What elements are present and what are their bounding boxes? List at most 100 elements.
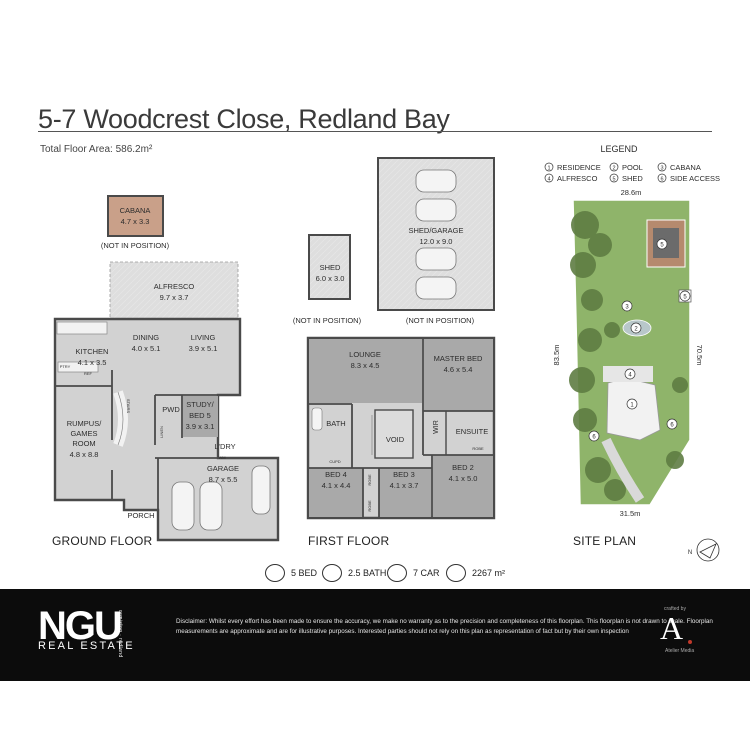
legend-side-access: SIDE ACCESS	[670, 174, 720, 183]
pantry-label: PTRY	[60, 364, 71, 369]
rumpus-label-2: GAMES	[70, 429, 97, 438]
laundry-label: L'DRY	[214, 442, 235, 451]
site-dim-top: 28.6m	[621, 188, 642, 197]
feature-beds: 5 BED	[265, 564, 317, 582]
void-label: VOID	[386, 435, 405, 444]
bed3-dims: 4.1 x 3.7	[390, 481, 419, 490]
site-dim-bottom: 31.5m	[620, 509, 641, 518]
alfresco-dims: 9.7 x 3.7	[160, 293, 189, 302]
void-area	[374, 409, 414, 459]
bed2-dims: 4.1 x 5.0	[449, 474, 478, 483]
legend-shed: SHED	[622, 174, 643, 183]
legend-num-6: 6	[660, 177, 663, 183]
legend-alfresco: ALFRESCO	[557, 174, 598, 183]
legend-residence: RESIDENCE	[557, 163, 601, 172]
bed-icon	[265, 564, 285, 582]
site-marker-5b: 5	[683, 295, 687, 301]
shed-plan: SHED 6.0 x 3.0 (NOT IN POSITION)	[293, 234, 362, 325]
site-marker-3: 3	[625, 305, 629, 311]
legend-num-1: 1	[547, 166, 550, 172]
master-dims: 4.6 x 5.4	[444, 365, 473, 374]
stairs-label: STAIRS	[126, 399, 131, 413]
cabana-room	[107, 195, 164, 237]
legend: 1 RESIDENCE 2 POOL 3 CABANA 4 ALFRESCO 5…	[544, 162, 720, 183]
feature-land-label: 2267 m²	[472, 568, 506, 578]
ground-floor-title: GROUND FLOOR	[52, 534, 153, 548]
feature-baths-label: 2.5 BATH	[348, 568, 387, 578]
site-marker-6b: 6	[670, 423, 674, 429]
site-plan-title: SITE PLAN	[573, 534, 637, 548]
ensuite-label: ENSUITE	[456, 427, 489, 436]
first-floor-plan: LOUNGE 8.3 x 4.5 MASTER BED 4.6 x 5.4 BA…	[306, 336, 496, 520]
site-dim-left: 83.5m	[552, 345, 561, 366]
crafted-by-text: crafted by	[664, 606, 686, 612]
alfresco-area	[109, 261, 239, 320]
feature-cars: 7 CAR	[387, 564, 440, 582]
legend-num-4: 4	[547, 177, 550, 183]
shed-label: SHED	[320, 263, 341, 272]
shed-garage-note: (NOT IN POSITION)	[406, 316, 475, 325]
atelier-name: Atelier Media	[665, 648, 695, 654]
bed2-label: BED 2	[452, 463, 474, 472]
shed-garage-dims: 12.0 x 9.0	[420, 237, 453, 246]
feature-land: 2267 m²	[446, 564, 505, 582]
bed3-room	[379, 468, 431, 517]
footer-bar	[0, 589, 750, 681]
study-room	[183, 396, 218, 437]
bed4-room	[309, 468, 363, 517]
cabana-note: (NOT IN POSITION)	[101, 241, 170, 250]
rumpus-dims: 4.8 x 8.8	[70, 450, 99, 459]
first-floor-title: FIRST FLOOR	[308, 534, 390, 548]
disclaimer-text: Disclaimer: Whilst every effort has been…	[176, 618, 713, 635]
total-floor-area: Total Floor Area: 586.2m²	[40, 144, 153, 155]
feature-baths: 2.5 BATH	[322, 564, 386, 582]
lounge-room	[309, 339, 422, 403]
porch-label: PORCH	[127, 511, 154, 520]
lounge-label: LOUNGE	[349, 350, 381, 359]
legend-num-2: 2	[612, 166, 615, 172]
bed4-dims: 4.1 x 4.4	[322, 481, 351, 490]
bed2-room	[433, 455, 493, 517]
site-marker-1: 1	[630, 403, 634, 409]
shed-garage-label: SHED/GARAGE	[408, 226, 463, 235]
ground-floor-plan: CABANA 4.7 x 3.3 (NOT IN POSITION) ALFRE…	[53, 195, 280, 542]
dining-dims: 4.0 x 5.1	[132, 344, 161, 353]
car-icon	[387, 564, 407, 582]
ngu-logo-subtitle: REAL ESTATE	[38, 640, 135, 652]
cupd-label: CUPD	[329, 459, 340, 464]
master-bedroom	[424, 339, 493, 411]
site-marker-5: 5	[660, 243, 664, 249]
cabana-label: CABANA	[120, 206, 151, 215]
rumpus-label-1: RUMPUS/	[67, 419, 103, 428]
robe-label-bed4: ROBE	[367, 500, 372, 512]
pwd-label: PWD	[162, 405, 180, 414]
living-dims: 3.9 x 5.1	[189, 344, 218, 353]
shed-dims: 6.0 x 3.0	[316, 274, 345, 283]
study-label-1: STUDY/	[186, 400, 214, 409]
alfresco-label: ALFRESCO	[154, 282, 195, 291]
land-area-icon	[446, 564, 466, 582]
kitchen-dims: 4.1 x 3.5	[78, 358, 107, 367]
feature-cars-label: 7 CAR	[413, 568, 440, 578]
shed-note: (NOT IN POSITION)	[293, 316, 362, 325]
bath-label: BATH	[326, 419, 345, 428]
robe-label-ensuite: ROBE	[472, 446, 484, 451]
site-lot	[572, 199, 691, 506]
ngu-logo-side-text: ormiston · redland	[117, 610, 123, 658]
shed-garage-plan: SHED/GARAGE 12.0 x 9.0 (NOT IN POSITION)	[377, 157, 495, 325]
lounge-dims: 8.3 x 4.5	[351, 361, 380, 370]
feature-beds-label: 5 BED	[291, 568, 318, 578]
site-marker-2: 2	[634, 327, 638, 333]
ngu-logo: NGU	[38, 604, 123, 648]
north-arrow-icon: N	[688, 538, 720, 562]
bed4-label: BED 4	[325, 470, 347, 479]
wm-label: WM	[218, 455, 225, 460]
site-markers: 1 2 3 4 5 5 6 6	[588, 238, 691, 442]
kitchen-label: KITCHEN	[76, 347, 109, 356]
dining-label: DINING	[133, 333, 159, 342]
legend-num-3: 3	[660, 166, 663, 172]
north-label: N	[688, 550, 692, 556]
floorplan-drawing: CABANA 4.7 x 3.3 (NOT IN POSITION) ALFRE…	[53, 144, 720, 562]
master-label: MASTER BED	[434, 354, 483, 363]
site-plan: LEGEND 1 RESIDENCE 2 POOL 3 CABANA 4 ALF…	[544, 144, 720, 562]
